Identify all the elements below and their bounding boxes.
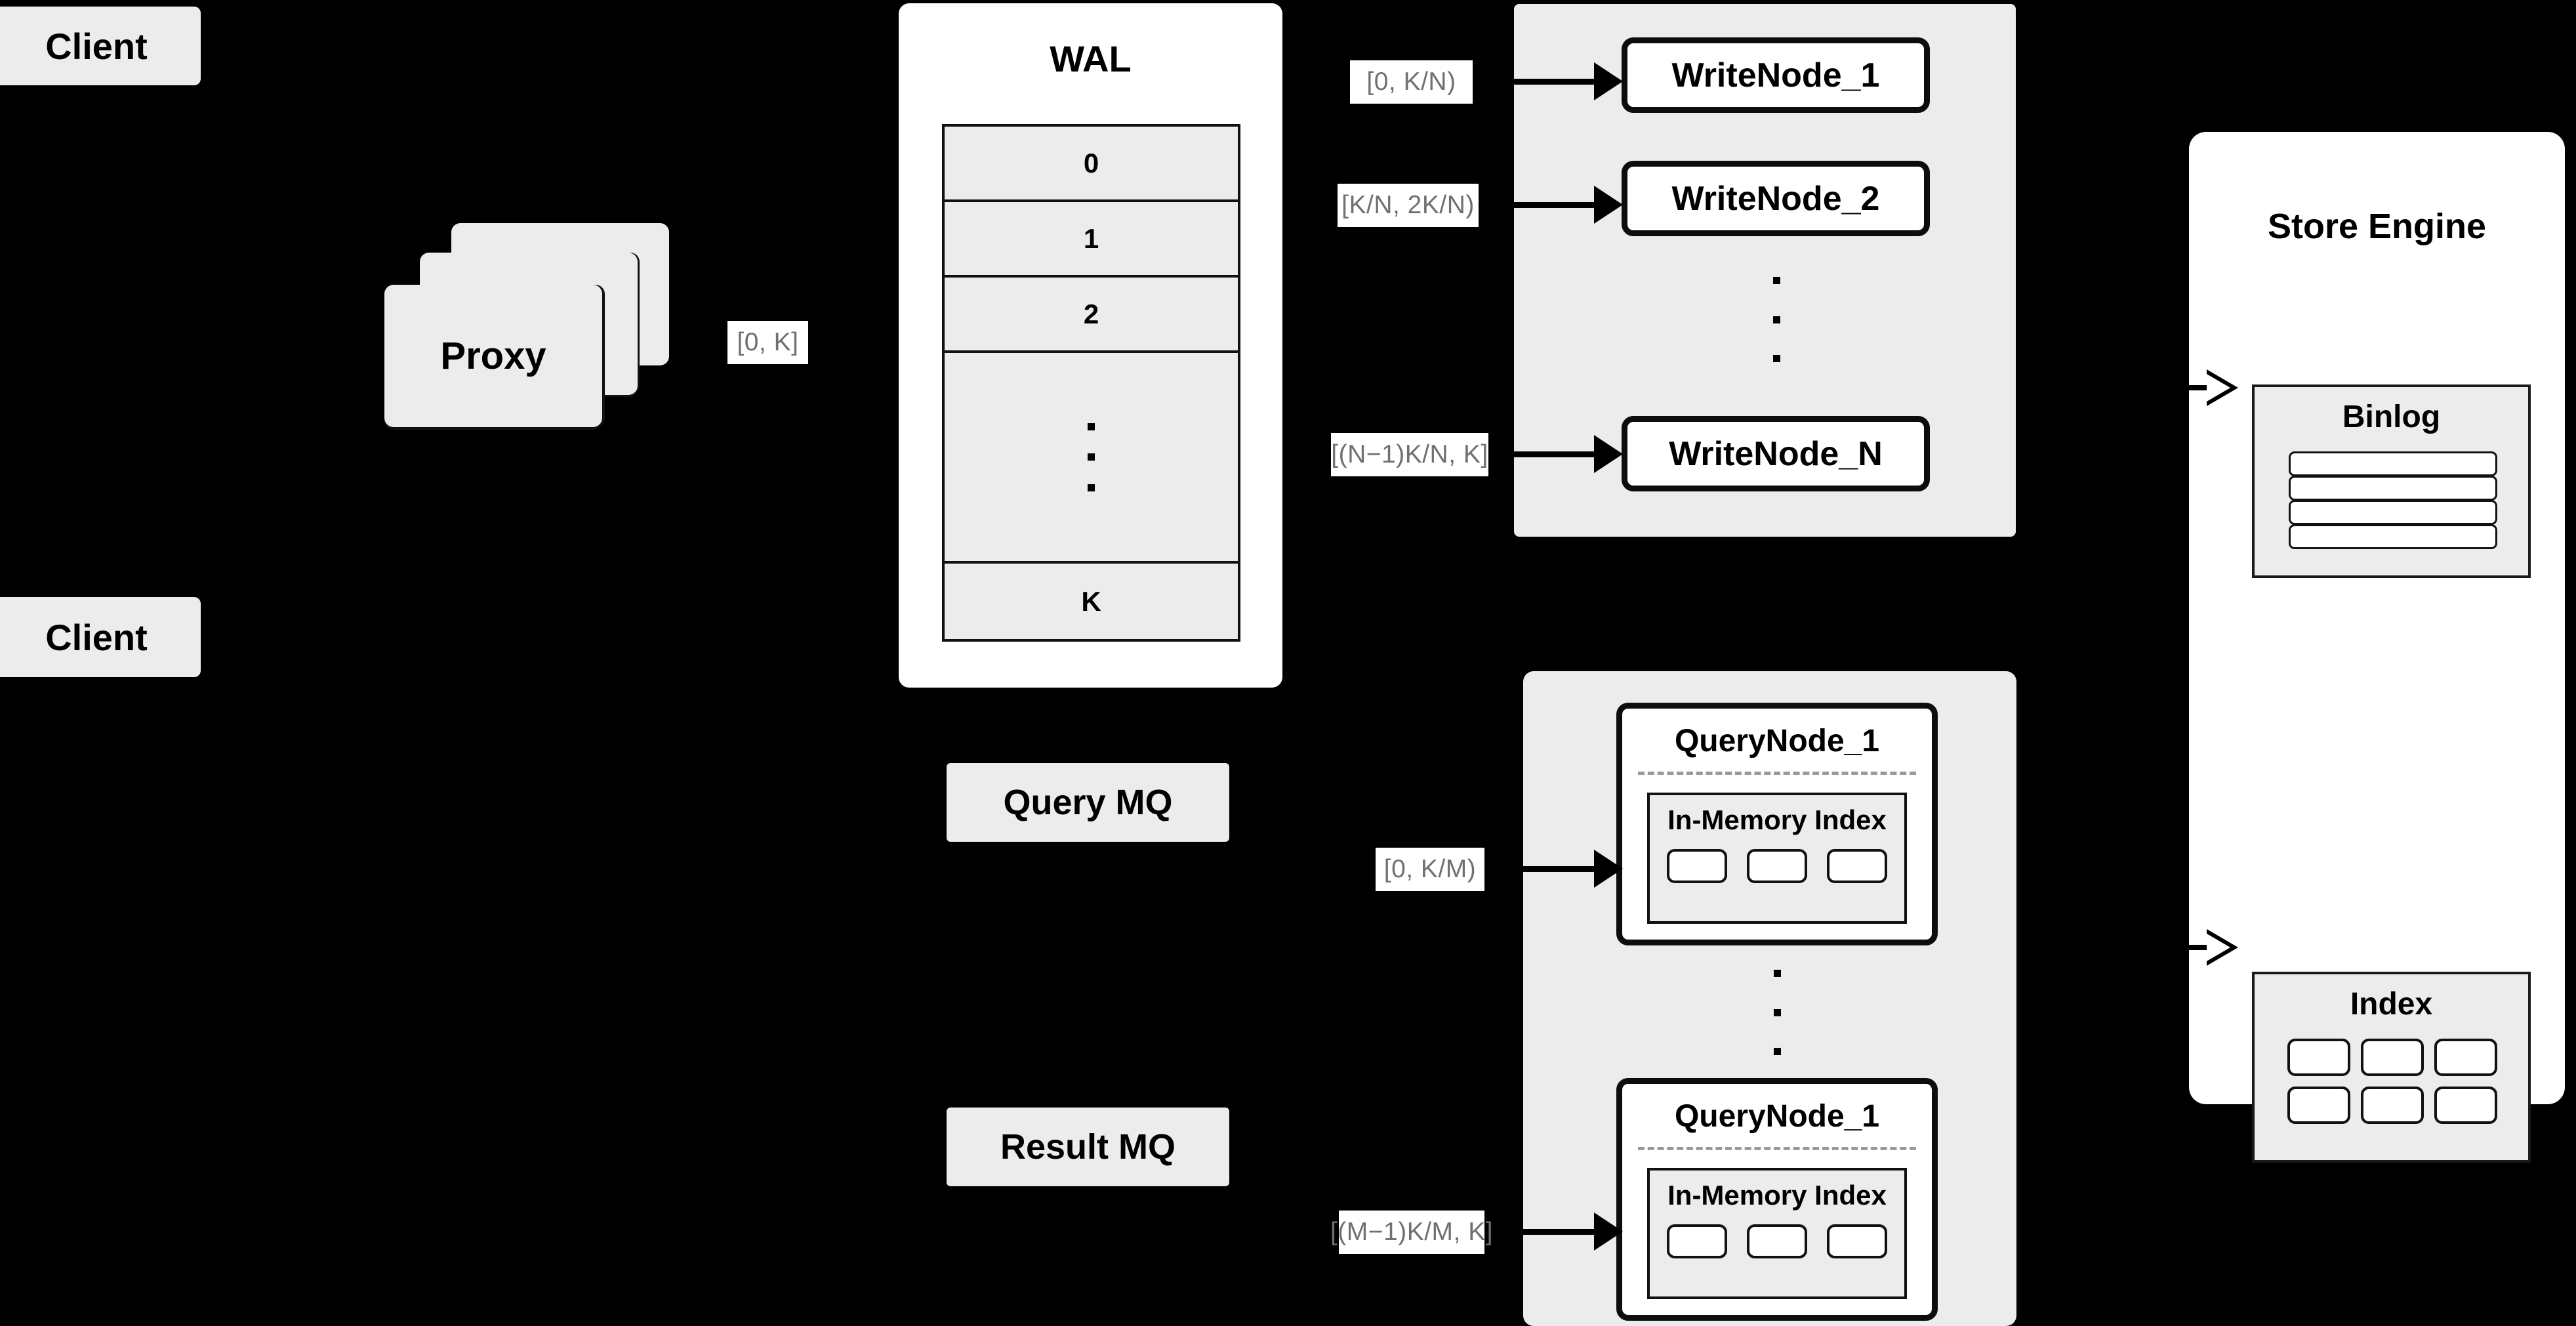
store-engine-container: Store Engine Binlog Index	[2189, 132, 2565, 1163]
wal-row: 2	[945, 278, 1238, 353]
index-grid	[2287, 1039, 2497, 1124]
query-node-1-in-memory-index: In-Memory Index	[1647, 793, 1907, 924]
index-cell	[2434, 1087, 2497, 1124]
query-cluster-ellipsis-icon	[1774, 970, 1781, 1055]
client-node-1[interactable]: Client	[0, 7, 201, 85]
index-title: Index	[2350, 987, 2433, 1022]
query-node-cluster: QueryNode_1 In-Memory Index QueryNode_1 …	[1523, 671, 2016, 1326]
write-node-n-range-label: [(N−1)K/N, K]	[1331, 433, 1488, 476]
vertical-ellipsis-icon	[1087, 423, 1095, 491]
arrow-to-write-node-n	[1511, 451, 1597, 457]
write-cluster-ellipsis-icon	[1773, 277, 1780, 362]
write-node-n[interactable]: WriteNode_N	[1622, 416, 1930, 491]
wal-row: K	[945, 564, 1238, 639]
in-memory-index-title: In-Memory Index	[1667, 1180, 1887, 1211]
arrow-to-query-node-1	[1509, 866, 1597, 872]
index-cell	[1826, 1224, 1887, 1258]
write-node-2-range-label: [K/N, 2K/N)	[1338, 184, 1479, 227]
wal-row-ellipsis	[945, 353, 1238, 564]
query-node-1[interactable]: QueryNode_1 In-Memory Index	[1616, 703, 1938, 945]
query-mq-node[interactable]: Query MQ	[947, 763, 1229, 842]
store-engine-title: Store Engine	[2267, 207, 2487, 246]
proxy-node[interactable]: Proxy	[384, 285, 602, 427]
index-panel: Index	[2252, 972, 2531, 1163]
client-node-1-label: Client	[45, 25, 148, 67]
index-cell	[2361, 1087, 2424, 1124]
wal-row: 1	[945, 202, 1238, 278]
in-memory-index-cells	[1667, 849, 1887, 883]
arrow-to-write-node-1	[1511, 79, 1597, 85]
client-node-2[interactable]: Client	[0, 597, 201, 677]
query-node-2-range-label: [(M−1)K/M, K]	[1330, 1211, 1493, 1254]
arrow-head-write-node-2	[1594, 186, 1623, 224]
proxy-label: Proxy	[440, 335, 546, 377]
wal-row: 0	[945, 127, 1238, 202]
binlog-bars	[2289, 451, 2497, 549]
arrow-to-binlog	[2178, 385, 2212, 390]
query-node-1-label: QueryNode_1	[1674, 724, 1880, 758]
write-node-n-label: WriteNode_N	[1669, 434, 1883, 473]
proxy-range-label: [0, K]	[727, 321, 808, 364]
index-cell	[2287, 1087, 2350, 1124]
query-node-2-in-memory-index: In-Memory Index	[1647, 1168, 1907, 1299]
in-memory-index-cells	[1667, 1224, 1887, 1258]
query-mq-label: Query MQ	[1003, 783, 1173, 822]
wal-table: 0 1 2 K	[942, 124, 1240, 642]
client-node-2-label: Client	[45, 616, 148, 658]
arrow-to-index	[2178, 945, 2212, 950]
arrow-to-write-node-2	[1511, 202, 1597, 208]
index-cell	[2287, 1039, 2350, 1076]
index-cell	[2434, 1039, 2497, 1076]
arrow-head-query-node-1	[1594, 850, 1623, 888]
index-cell	[1746, 1224, 1808, 1258]
query-node-2[interactable]: QueryNode_1 In-Memory Index	[1616, 1078, 1938, 1321]
binlog-panel: Binlog	[2252, 384, 2531, 578]
wal-container: WAL 0 1 2 K	[899, 3, 1282, 688]
index-cell	[2361, 1039, 2424, 1076]
wal-title: WAL	[1050, 38, 1132, 79]
index-cell	[1667, 1224, 1728, 1258]
arrow-to-query-node-2	[1509, 1229, 1597, 1235]
write-node-1[interactable]: WriteNode_1	[1622, 37, 1930, 113]
result-mq-node[interactable]: Result MQ	[947, 1108, 1229, 1186]
write-node-1-label: WriteNode_1	[1671, 56, 1880, 94]
query-node-2-divider	[1638, 1147, 1916, 1150]
write-node-1-range-label: [0, K/N)	[1350, 60, 1473, 104]
result-mq-label: Result MQ	[1000, 1127, 1176, 1167]
proxy-range-text: [0, K]	[737, 328, 799, 356]
in-memory-index-title: In-Memory Index	[1667, 804, 1887, 835]
arrow-head-query-node-2	[1594, 1212, 1623, 1251]
write-node-2[interactable]: WriteNode_2	[1622, 161, 1930, 236]
binlog-bar	[2289, 524, 2497, 549]
binlog-bar	[2289, 476, 2497, 501]
binlog-bar	[2289, 500, 2497, 525]
binlog-title: Binlog	[2342, 400, 2441, 434]
index-cell	[1746, 849, 1808, 883]
arrow-head-write-node-n	[1594, 435, 1623, 473]
arrow-head-write-node-1	[1594, 62, 1623, 100]
query-node-1-divider	[1638, 772, 1916, 775]
binlog-bar	[2289, 451, 2497, 476]
index-cell	[1826, 849, 1887, 883]
write-node-2-label: WriteNode_2	[1671, 179, 1880, 218]
query-node-2-label: QueryNode_1	[1674, 1099, 1880, 1134]
query-node-1-range-label: [0, K/M)	[1376, 848, 1484, 891]
index-cell	[1667, 849, 1728, 883]
